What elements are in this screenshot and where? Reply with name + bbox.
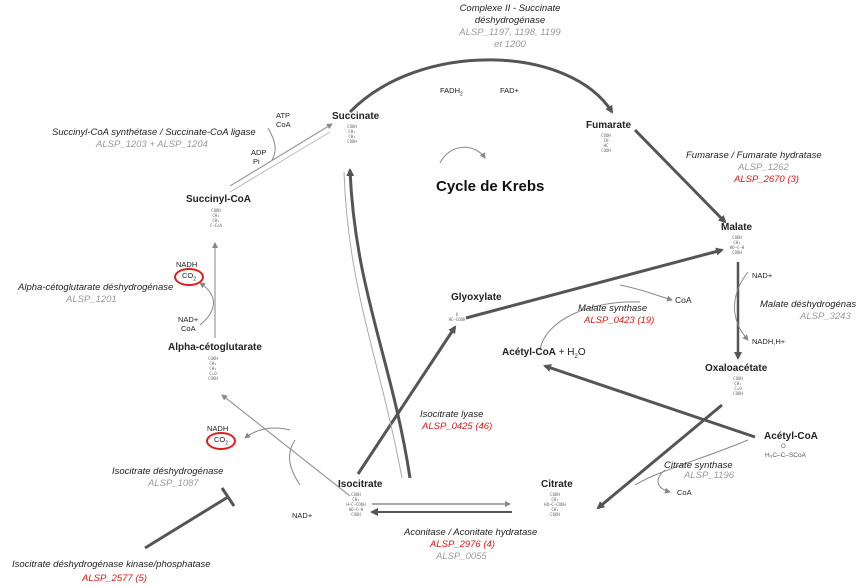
nadh-1-label: NADH bbox=[176, 260, 198, 269]
fumarase-gene-red: ALSP_2670 (3) bbox=[734, 174, 799, 185]
coa-ms-label: CoA bbox=[675, 295, 692, 305]
co2-2-label: CO2 bbox=[214, 435, 229, 447]
alpha-kg-dh-name: Alpha-cétoglutarate déshydrogénase bbox=[18, 282, 174, 293]
alpha-kg-dh-gene: ALSP_1201 bbox=[66, 294, 117, 305]
malate-dh-gene: ALSP_3243 bbox=[800, 311, 851, 322]
succinyl-coa-synthetase-name: Succinyl-CoA synthétase / Succinate-CoA … bbox=[52, 127, 256, 138]
succinyl-coa-label: Succinyl-CoA bbox=[186, 194, 252, 205]
inhibition-bar bbox=[220, 487, 236, 507]
acetyl-coa-h2o-label: Acétyl-CoA + H2O bbox=[502, 347, 586, 360]
arrow-atp-coa bbox=[267, 127, 276, 161]
inhibition-line bbox=[144, 495, 229, 550]
malate-synthase-gene: ALSP_0423 (19) bbox=[584, 315, 655, 326]
arrow-oxaloacetate-citrate bbox=[596, 403, 723, 510]
arrow-nad-akgdh bbox=[199, 282, 214, 326]
isocitrate-label: Isocitrate bbox=[338, 479, 383, 490]
fumarase-gene-grey: ALSP_1262 bbox=[738, 162, 789, 173]
oxaloacetate-label: Oxaloacétate bbox=[705, 363, 768, 374]
complex2-name-2: déshydrogénase bbox=[474, 15, 546, 26]
citrate-synthase-name: Citrate synthase bbox=[664, 460, 733, 471]
acetyl-coa-formula: H₃C–C–SCoA bbox=[765, 452, 806, 459]
arrow-isocitrate-akg bbox=[221, 394, 351, 497]
idh-name: Isocitrate déshydrogénase bbox=[112, 466, 224, 477]
nad-2-label: NAD+ bbox=[292, 511, 313, 520]
idh-kinase-gene: ALSP_2577 (5) bbox=[82, 573, 147, 584]
succinate-label: Succinate bbox=[332, 111, 380, 122]
arrow-citrate-synthase-coa bbox=[657, 469, 671, 494]
arrow-acetylcoa-citrate bbox=[634, 439, 749, 486]
arrow-malate-synthase-coa bbox=[539, 301, 641, 351]
arrow-nad-idh bbox=[289, 439, 301, 486]
adp-label: ADP bbox=[251, 148, 267, 157]
isocitrate-lyase-name: Isocitrate lyase bbox=[420, 409, 484, 420]
arrow-isocitrate-succinate-thin bbox=[343, 171, 403, 479]
coa-top-label: CoA bbox=[276, 120, 291, 129]
arrow-succinate-fumarate bbox=[348, 58, 614, 114]
aconitase-gene-red: ALSP_2976 (4) bbox=[430, 539, 495, 550]
citrate-label: Citrate bbox=[541, 479, 573, 490]
nadh-mdh-label: NADH,H+ bbox=[752, 337, 786, 346]
arrow-glyoxylate-malate bbox=[465, 247, 724, 320]
fad-label: FAD+ bbox=[500, 86, 519, 95]
pi-label: Pi bbox=[253, 157, 260, 166]
complex2-genes-2: et 1200 bbox=[494, 39, 526, 50]
co2-1-highlight-circle bbox=[174, 268, 204, 286]
fadh2-label: FADH2 bbox=[440, 86, 463, 98]
complex2-genes-1: ALSP_1197, 1198, 1199 bbox=[459, 27, 561, 38]
complex2-name-1: Complexe II - Succinate bbox=[459, 3, 561, 14]
arrow-succinate-succinylcoa bbox=[229, 131, 331, 193]
idh-kinase-name: Isocitrate déshydrogénase kinase/phospha… bbox=[12, 559, 211, 570]
malate-synthase-name: Malate synthase bbox=[578, 303, 648, 314]
malate-label: Malate bbox=[721, 222, 753, 233]
nadh-2-label: NADH bbox=[207, 424, 229, 433]
fumarate-label: Fumarate bbox=[586, 120, 632, 131]
arrow-fadh2-fad bbox=[439, 146, 486, 164]
arrow-isocitrate-succinate bbox=[346, 168, 412, 479]
malate-dh-name: Malate déshydrogénas bbox=[760, 299, 856, 310]
nad-mdh-label: NAD+ bbox=[752, 271, 773, 280]
aconitase-gene-grey: ALSP_0055 bbox=[436, 551, 487, 562]
co2-1-label: CO2 bbox=[182, 271, 197, 283]
arrow-acetylcoa-to-ms bbox=[543, 364, 756, 439]
coa-1-label: CoA bbox=[181, 324, 196, 333]
acetyl-coa-o: O bbox=[781, 444, 786, 450]
nad-1-label: NAD+ bbox=[178, 315, 199, 324]
co2-2-highlight-circle bbox=[206, 432, 236, 450]
idh-gene: ALSP_1087 bbox=[148, 478, 199, 489]
arrow-co2-idh bbox=[244, 427, 291, 439]
arrow-succinylcoa-succinate bbox=[229, 123, 333, 187]
isocitrate-lyase-gene: ALSP_0425 (46) bbox=[422, 421, 493, 432]
aconitase-name: Aconitase / Aconitate hydratase bbox=[404, 527, 538, 538]
citrate-synthase-gene: ALSP_1196 bbox=[684, 470, 735, 481]
arrow-nad-nadh bbox=[734, 271, 749, 341]
arrow-fumarate-malate bbox=[633, 128, 727, 224]
succinyl-coa-synthetase-genes: ALSP_1203 + ALSP_1204 bbox=[96, 139, 208, 150]
acetyl-coa-label: Acétyl-CoA bbox=[764, 431, 818, 442]
fumarase-name: Fumarase / Fumarate hydratase bbox=[686, 150, 822, 161]
coa-cs-label: CoA bbox=[677, 488, 692, 497]
arrow-malate-synthase-coa-out bbox=[619, 284, 673, 302]
arrow-isocitrate-glyoxylate bbox=[356, 325, 457, 475]
atp-label: ATP bbox=[276, 111, 291, 120]
alpha-kg-label: Alpha-cétoglutarate bbox=[168, 342, 262, 353]
diagram-title: Cycle de Krebs bbox=[436, 178, 545, 195]
glyoxylate-label: Glyoxylate bbox=[451, 292, 502, 303]
